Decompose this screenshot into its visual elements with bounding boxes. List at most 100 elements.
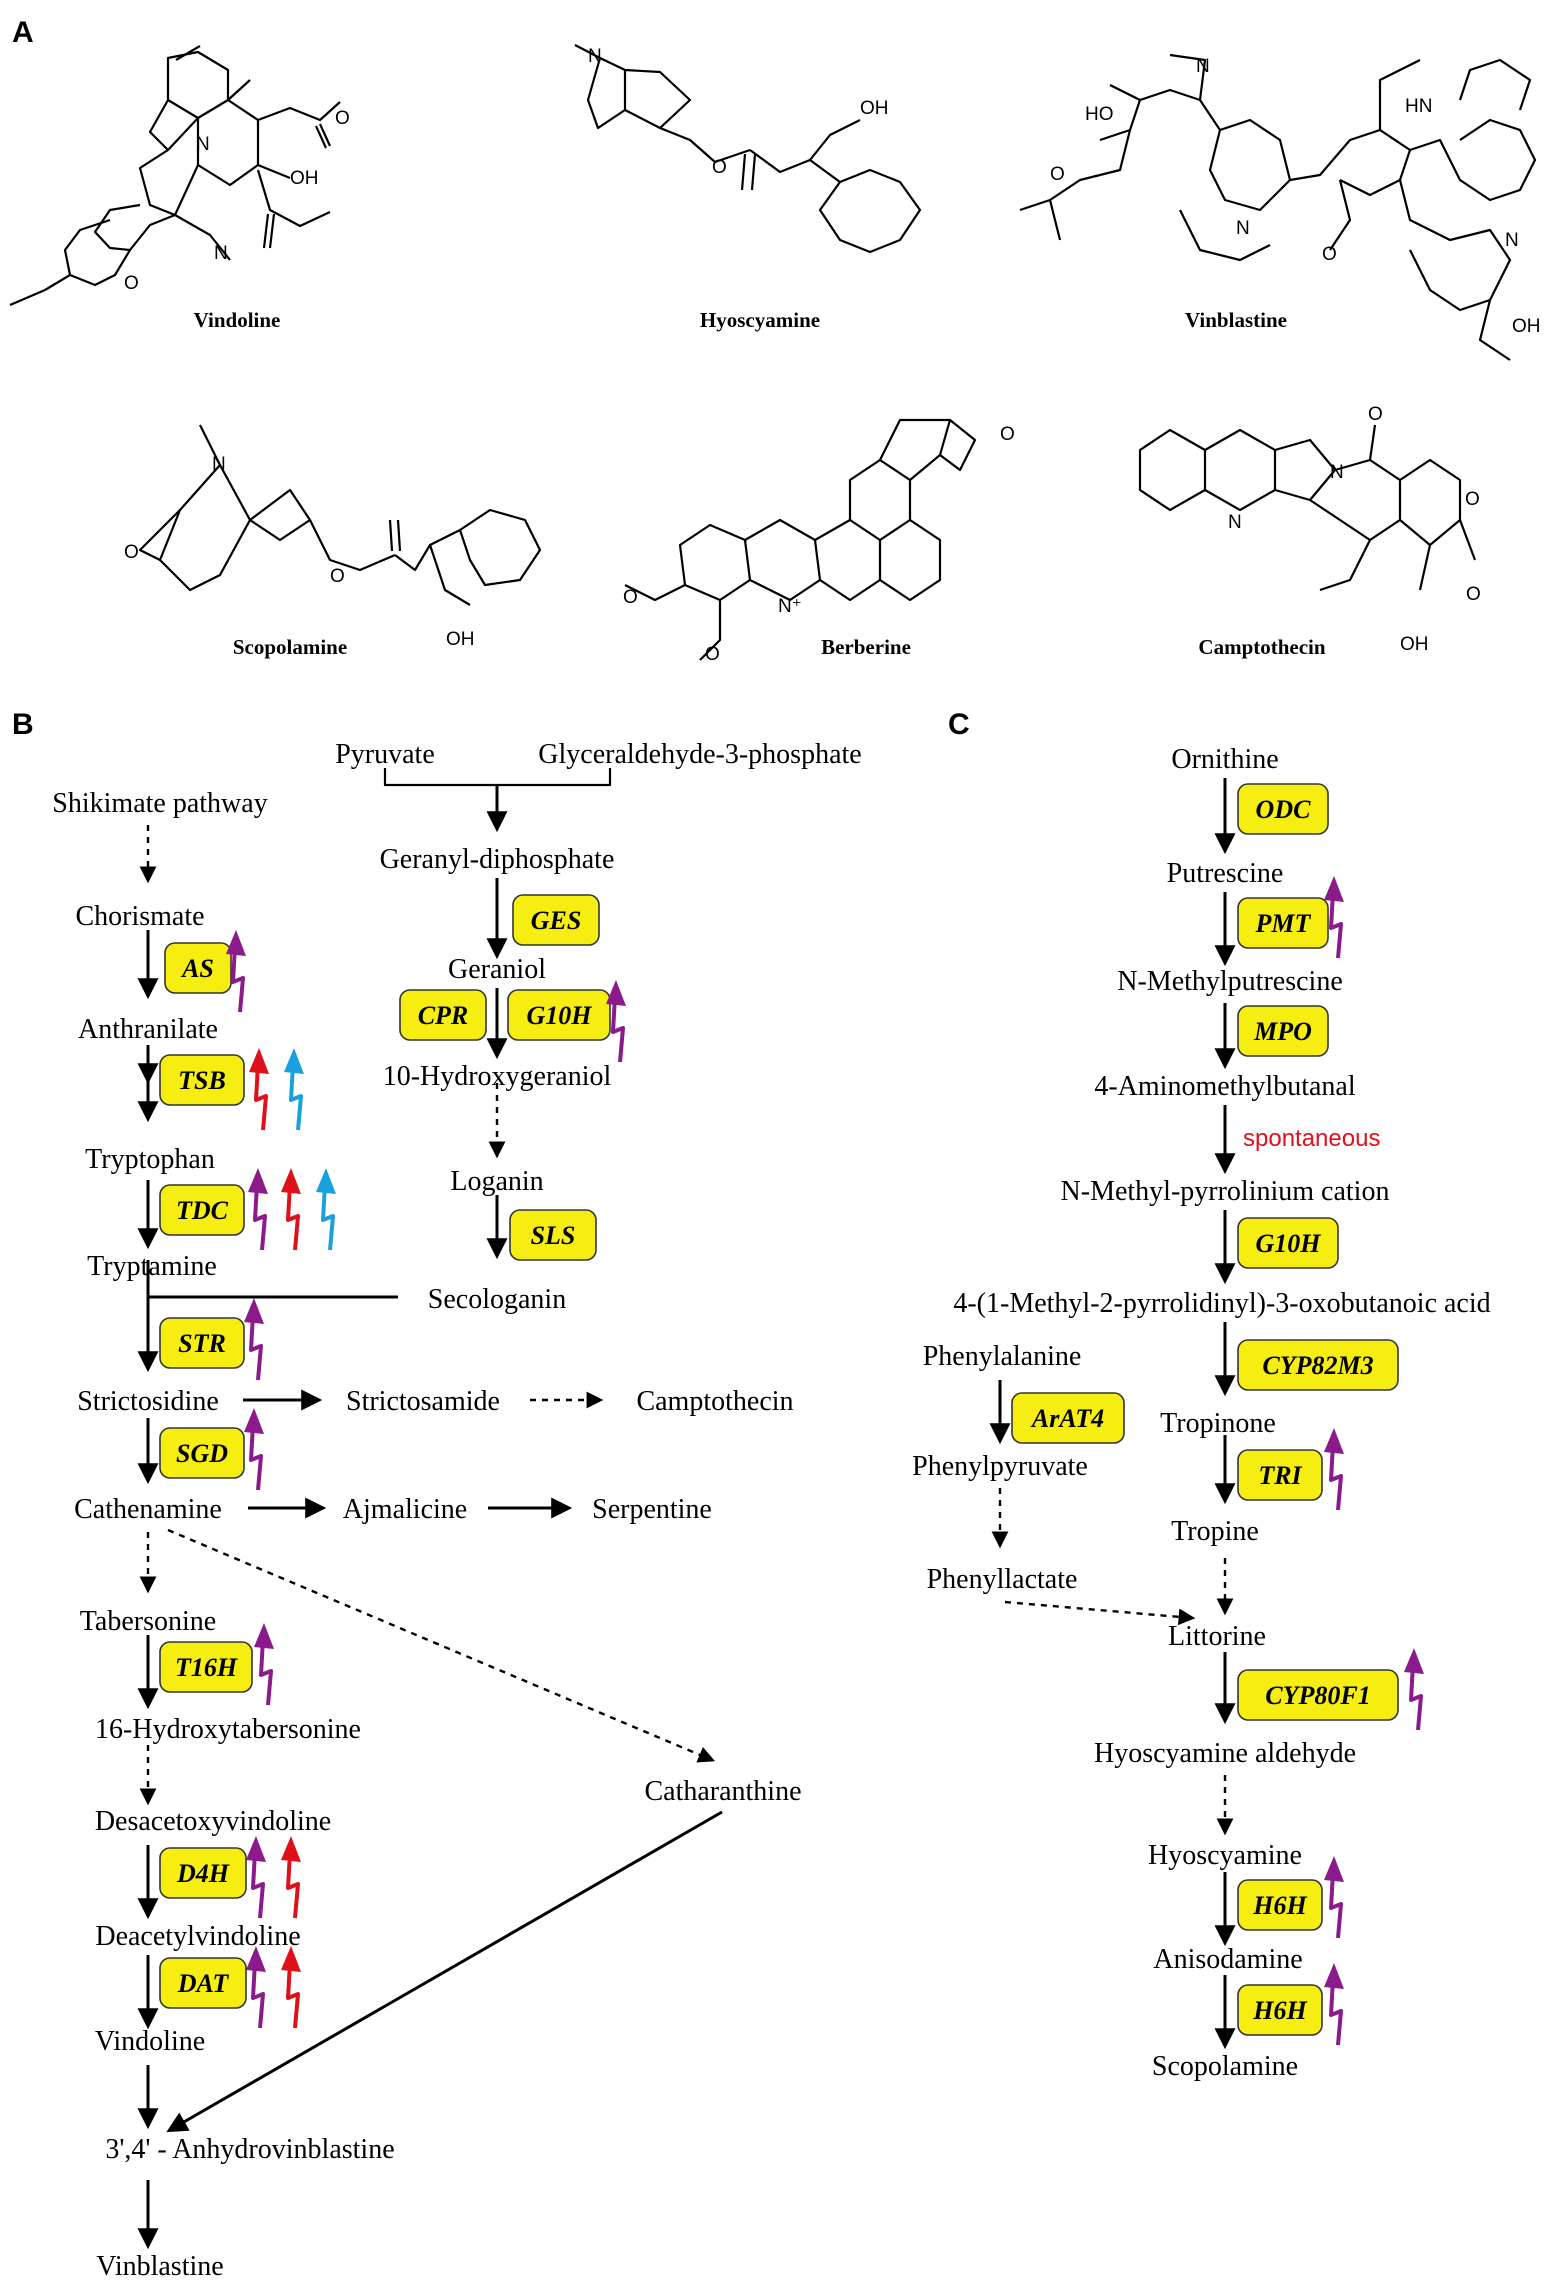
red-up-arrow-icon: [279, 1944, 303, 2030]
compound-tropine: Tropine: [1171, 1516, 1259, 1547]
svg-text:TRI: TRI: [1258, 1461, 1302, 1490]
compound-strictosamide: Strictosamide: [346, 1386, 500, 1417]
compound-scopolamine: Scopolamine: [1152, 2051, 1298, 2082]
svg-text:CPR: CPR: [418, 1001, 469, 1030]
enzyme-tri: TRI: [1237, 1449, 1323, 1501]
blue-up-arrow-icon: [314, 1166, 338, 1252]
enzyme-as: AS: [164, 942, 232, 994]
atom-o: O: [1465, 489, 1480, 510]
molecule-label: Hyoscyamine: [700, 308, 820, 332]
svg-text:PMT: PMT: [1255, 909, 1312, 938]
enzyme-g10h: G10H: [507, 989, 611, 1041]
compound-10-hydroxygeraniol: 10-Hydroxygeraniol: [383, 1061, 612, 1092]
svg-text:T16H: T16H: [175, 1653, 238, 1682]
purple-up-arrow-icon: [1322, 1426, 1346, 1512]
enzyme-g10h: G10H: [1237, 1217, 1339, 1269]
compound-vindoline: Vindoline: [95, 2026, 205, 2057]
atom-o: O: [124, 273, 139, 294]
compound-phenylalanine: Phenylalanine: [923, 1341, 1082, 1372]
compound-16-hydroxytabersonine: 16-Hydroxytabersonine: [95, 1714, 361, 1745]
atom-oh: OH: [860, 98, 889, 119]
spontaneous-label: spontaneous: [1243, 1125, 1380, 1152]
svg-text:D4H: D4H: [176, 1859, 230, 1888]
svg-text:STR: STR: [178, 1329, 226, 1358]
purple-up-arrow-icon: [246, 1166, 270, 1252]
panel-label-a: A: [12, 16, 34, 49]
compound-secologanin: Secologanin: [428, 1284, 566, 1315]
compound-shikimate-pathway: Shikimate pathway: [52, 788, 267, 819]
purple-up-arrow-icon: [1402, 1646, 1426, 1732]
compound-geranyl-diphosphate: Geranyl-diphosphate: [380, 844, 615, 875]
atom-oh: OH: [1512, 316, 1541, 337]
compound-strictosidine: Strictosidine: [77, 1386, 219, 1417]
compound-ornithine: Ornithine: [1171, 744, 1278, 775]
atom-o: O: [124, 542, 139, 563]
compound-hyoscyamine-aldehyde: Hyoscyamine aldehyde: [1094, 1738, 1356, 1769]
compound-phenyllactate: Phenyllactate: [927, 1564, 1078, 1595]
compound-oxobutanoic-acid: 4-(1-Methyl-2-pyrrolidinyl)-3-oxobutanoi…: [953, 1288, 1490, 1319]
panel-label-b: B: [12, 708, 34, 741]
compound-anisodamine: Anisodamine: [1153, 1944, 1302, 1975]
compound-hyoscyamine: Hyoscyamine: [1148, 1840, 1302, 1871]
blue-up-arrow-icon: [282, 1046, 306, 1132]
red-up-arrow-icon: [279, 1166, 303, 1252]
svg-text:H6H: H6H: [1252, 1891, 1307, 1920]
compound-catharanthine: Catharanthine: [644, 1776, 801, 1807]
atom-o: O: [705, 644, 720, 665]
atom-oh: OH: [446, 629, 475, 650]
enzyme-pmt: PMT: [1237, 897, 1329, 949]
svg-text:ODC: ODC: [1256, 795, 1312, 824]
atom-n: N: [1228, 512, 1242, 533]
atom-ho: HO: [1085, 104, 1114, 125]
atom-n: N: [1505, 230, 1519, 251]
compound-n-methylputrescine: N-Methylputrescine: [1117, 966, 1343, 997]
atom-oh: OH: [1400, 634, 1429, 655]
molecule-label: Scopolamine: [233, 635, 347, 659]
compound-tabersonine: Tabersonine: [80, 1606, 216, 1637]
compound-vinblastine: Vinblastine: [96, 2251, 223, 2282]
purple-up-arrow-icon: [244, 1944, 268, 2030]
compound-glyceraldehyde-3-phosphate: Glyceraldehyde-3-phosphate: [538, 739, 861, 770]
enzyme-dat: DAT: [159, 1957, 247, 2009]
molecule-label: Berberine: [821, 635, 911, 659]
atom-n: N: [588, 46, 602, 67]
compound-tropinone: Tropinone: [1160, 1408, 1276, 1439]
panel-b-pathway: Pyruvate Glyceraldehyde-3-phosphate Shik…: [52, 739, 861, 2282]
structure-vindoline: N O OH N O Vindoline: [9, 45, 350, 332]
red-up-arrow-icon: [247, 1046, 271, 1132]
compound-ajmalicine: Ajmalicine: [343, 1494, 467, 1525]
structure-hyoscyamine: N O OH Hyoscyamine: [574, 44, 922, 332]
enzyme-cpr: CPR: [399, 989, 487, 1041]
svg-text:SGD: SGD: [176, 1439, 228, 1468]
atom-o: O: [623, 587, 638, 608]
panel-c-pathway: Ornithine Putrescine N-Methylputrescine …: [912, 744, 1491, 2082]
structure-camptothecin: N N O O O OH Camptothecin: [1138, 404, 1481, 659]
svg-text:MPO: MPO: [1253, 1017, 1312, 1046]
svg-text:AS: AS: [180, 954, 214, 983]
compound-anthranilate: Anthranilate: [78, 1014, 218, 1045]
enzyme-cyp80f1: CYP80F1: [1237, 1669, 1399, 1721]
enzyme-arat4: ArAT4: [1011, 1392, 1125, 1444]
enzyme-h6h: H6H: [1237, 1984, 1323, 2036]
atom-n: N: [1330, 462, 1344, 483]
purple-up-arrow-icon: [252, 1621, 276, 1707]
atom-o: O: [330, 566, 345, 587]
red-up-arrow-icon: [279, 1834, 303, 1920]
compound-loganin: Loganin: [450, 1166, 543, 1197]
compound-anhydrovinblastine: 3',4' - Anhydrovinblastine: [105, 2134, 394, 2165]
enzyme-tdc: TDC: [159, 1184, 245, 1236]
atom-hn: HN: [1405, 96, 1432, 117]
enzyme-cyp82m3: CYP82M3: [1237, 1339, 1399, 1391]
atom-o: O: [1322, 244, 1337, 265]
atom-o: O: [712, 157, 727, 178]
compound-putrescine: Putrescine: [1167, 858, 1284, 889]
atom-o: O: [1368, 404, 1383, 425]
panel-label-c: C: [948, 708, 970, 741]
svg-text:G10H: G10H: [527, 1001, 593, 1030]
svg-text:DAT: DAT: [177, 1969, 230, 1998]
purple-up-arrow-icon: [242, 1406, 266, 1492]
molecule-label: Camptothecin: [1198, 635, 1325, 659]
svg-text:G10H: G10H: [1256, 1229, 1322, 1258]
compound-tryptophan: Tryptophan: [85, 1144, 215, 1175]
